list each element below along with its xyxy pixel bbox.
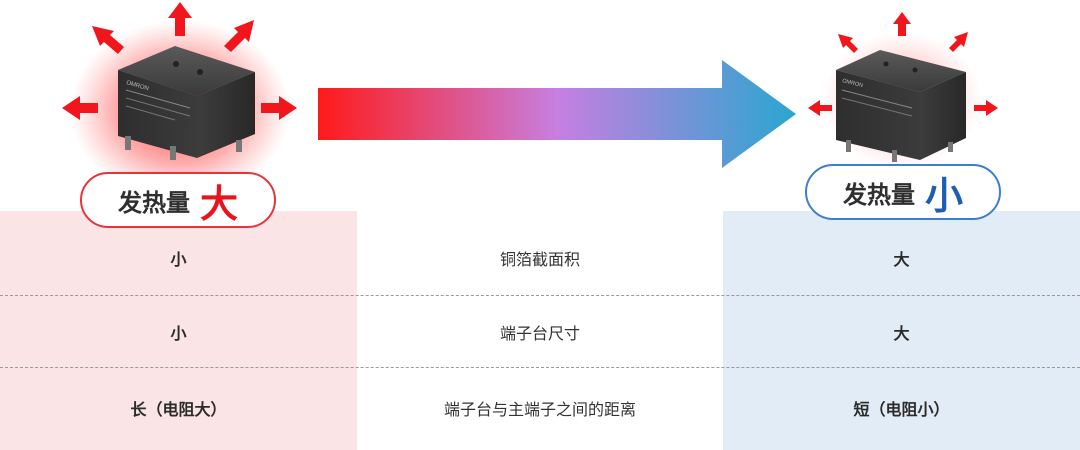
- relay-large-icon: OMRON: [118, 46, 255, 160]
- row-divider: [0, 295, 1080, 296]
- relay-brand-label: OMRON: [842, 78, 864, 89]
- left-arrow-icon: [808, 100, 832, 116]
- heat-label-small: 发热量 小: [805, 164, 1001, 220]
- transition-arrow-icon: [318, 60, 796, 168]
- relay-small-icon: OMRON: [836, 50, 966, 162]
- up-left-arrow-icon: [838, 34, 858, 53]
- up-arrow-icon: [893, 12, 911, 36]
- row3-left-value: 长（电阻大）: [130, 400, 227, 419]
- row1-left-value: 小: [170, 250, 187, 269]
- row2-factor: 端子台尺寸: [499, 324, 580, 343]
- heat-level-small: 小: [924, 173, 963, 218]
- up-arrow-icon: [168, 2, 192, 36]
- row2-left-value: 小: [170, 324, 187, 343]
- row1-right-value: 大: [893, 250, 910, 269]
- heat-level-large: 大: [199, 181, 238, 226]
- right-column-background: [723, 211, 1080, 450]
- row2-right-value: 大: [893, 324, 910, 343]
- heat-label-large: 发热量 大: [80, 172, 276, 228]
- row-divider: [0, 367, 1080, 368]
- left-arrow-icon: [62, 96, 98, 120]
- heat-label-text: 发热量: [842, 180, 915, 209]
- up-right-arrow-icon: [224, 20, 254, 52]
- right-arrow-icon: [261, 96, 297, 120]
- heat-arrows-small: [808, 12, 998, 116]
- right-arrow-icon: [974, 100, 998, 116]
- row1-factor: 铜箔截面积: [499, 250, 580, 269]
- up-left-arrow-icon: [92, 26, 124, 54]
- heat-label-text: 发热量: [117, 188, 190, 217]
- row3-factor: 端子台与主端子之间的距离: [443, 400, 636, 419]
- heat-arrows-large: [62, 2, 297, 120]
- up-right-arrow-icon: [949, 32, 968, 52]
- left-column-background: [0, 211, 357, 450]
- row3-right-value: 短（电阻小）: [853, 400, 950, 419]
